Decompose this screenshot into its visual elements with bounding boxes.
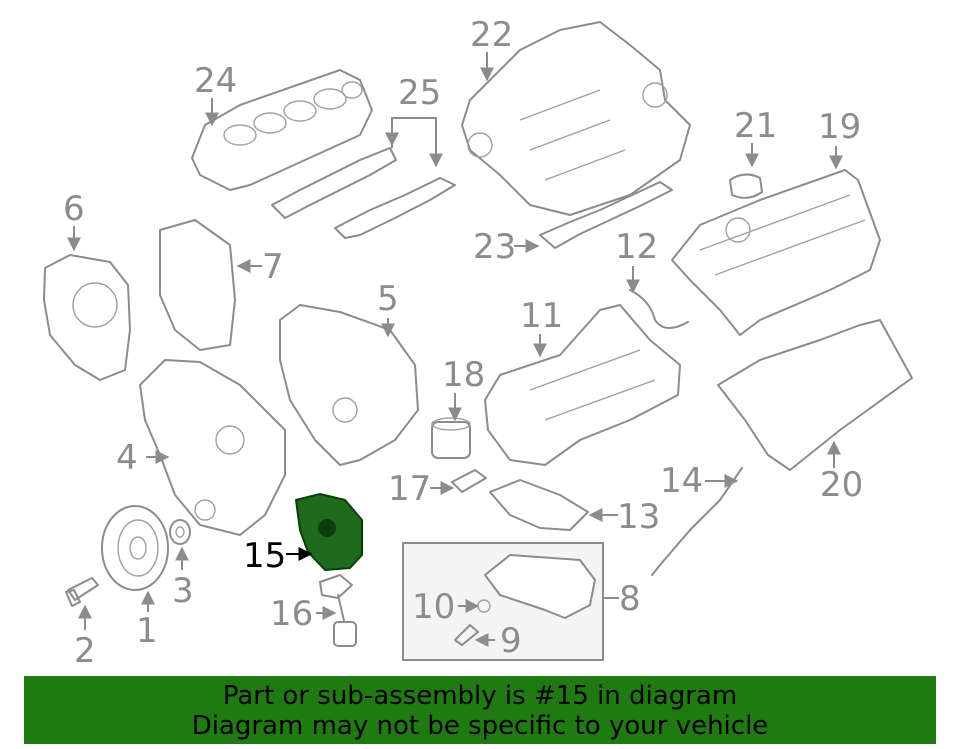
part-4-front-cover (139, 359, 286, 536)
callout-21: 21 (734, 106, 777, 146)
callout-13: 13 (617, 497, 660, 537)
callout-4: 4 (116, 438, 138, 478)
banner-line-part: Part or sub-assembly is #15 in diagram (222, 681, 738, 711)
callout-12: 12 (615, 227, 658, 267)
callout-11: 11 (520, 296, 563, 336)
callout-25: 25 (398, 73, 441, 113)
callout-18: 18 (442, 355, 485, 395)
callout-24: 24 (194, 61, 237, 101)
part-19-valve-cover (671, 169, 881, 336)
callout-23: 23 (473, 227, 516, 267)
callout-8: 8 (619, 579, 641, 619)
part-22-upper-intake (461, 21, 691, 216)
callout-1: 1 (136, 611, 158, 651)
part-15-oil-pump-highlighted (295, 493, 363, 571)
callout-16: 16 (270, 594, 313, 634)
part-13-baffle (489, 479, 589, 531)
callout-14: 14 (660, 461, 703, 501)
part-6-water-pump (43, 254, 131, 381)
part-21-oil-cap (729, 173, 763, 199)
part-25-gaskets (271, 147, 456, 239)
part-14-dipstick (651, 467, 743, 576)
callout-labels: 1 2 3 4 5 6 7 8 9 10 11 12 13 14 15 16 1… (63, 15, 863, 671)
banner-line-disclaimer: Diagram may not be specific to your vehi… (191, 711, 769, 741)
callout-20: 20 (820, 465, 863, 505)
callout-15: 15 (243, 536, 286, 576)
callout-22: 22 (470, 15, 513, 55)
part-16-strainer (319, 574, 357, 647)
part-2-bolt (65, 577, 99, 607)
info-banner: Part or sub-assembly is #15 in diagram D… (24, 676, 936, 744)
callout-3: 3 (172, 571, 194, 611)
part-11-oil-pan-upper (484, 304, 681, 466)
part-12-tube (629, 289, 689, 329)
part-20-gasket (717, 319, 913, 471)
part-1-crank-pulley (101, 505, 169, 591)
part-23-gasket (539, 181, 673, 249)
callout-2: 2 (74, 631, 96, 671)
callout-10: 10 (412, 587, 455, 627)
part-24-intake-manifold (191, 69, 373, 191)
callout-9: 9 (500, 621, 522, 661)
part-8-oil-pan-lower-box (402, 542, 604, 661)
part-17-sensor (451, 469, 487, 493)
part-18-oil-filter (431, 417, 471, 459)
callout-17: 17 (388, 469, 431, 509)
part-7-gasket (159, 219, 236, 351)
callout-7: 7 (262, 247, 284, 287)
part-5-timing-cover (279, 304, 419, 466)
leader-lines (67, 52, 843, 647)
callout-5: 5 (377, 279, 399, 319)
part-3-washer (169, 519, 191, 545)
callout-19: 19 (818, 107, 861, 147)
callout-6: 6 (63, 189, 85, 229)
